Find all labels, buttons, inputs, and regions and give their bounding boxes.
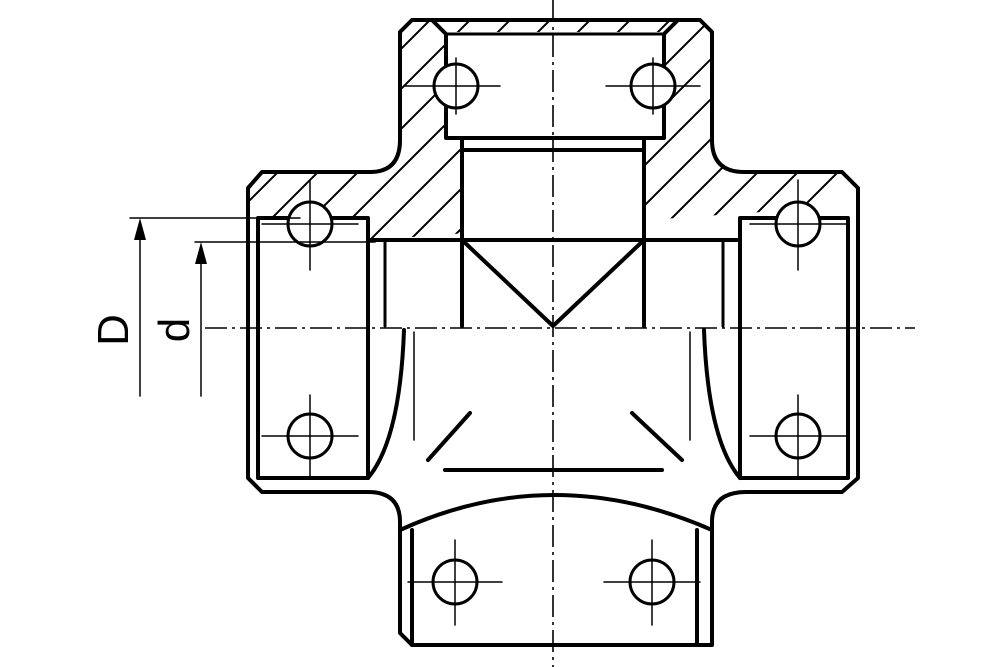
intersection-line-left <box>426 411 472 462</box>
dimension-inner-diameter: d <box>150 241 376 397</box>
bolt-hole <box>404 57 501 115</box>
lower-body-right-curve <box>702 328 742 480</box>
bolt-hole <box>261 394 359 479</box>
bottom-flange-arc <box>398 493 714 532</box>
dimension-label-D: D <box>89 314 138 346</box>
section-hatching <box>248 20 858 330</box>
dimension-outer-diameter: D <box>89 217 301 397</box>
bolt-hole <box>749 394 847 479</box>
bolt-hole <box>605 57 701 115</box>
outer-contour <box>246 18 860 647</box>
dimension-label-d: d <box>150 318 199 342</box>
lower-body-left-curve <box>366 328 406 480</box>
bolt-hole <box>749 179 847 271</box>
bottom-socket <box>410 528 699 647</box>
top-socket <box>430 18 680 140</box>
bolt-hole <box>261 179 359 271</box>
bolt-hole <box>603 539 701 626</box>
intersection-line-right <box>630 411 684 462</box>
bolt-hole <box>407 539 503 626</box>
